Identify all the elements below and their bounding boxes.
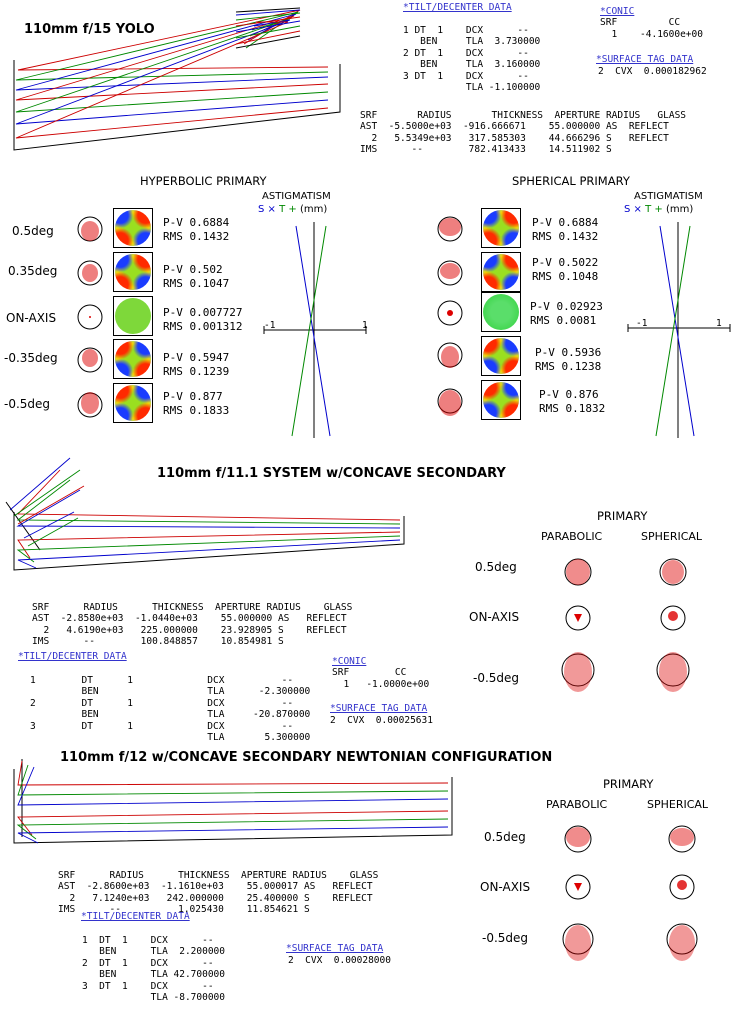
concave-conic-data: SRF CC 1 -1.0000e+00	[332, 667, 430, 690]
yolo-tilt-header[interactable]: *TILT/DECENTER DATA	[403, 2, 512, 13]
concave-field-label: ON-AXIS	[469, 610, 520, 624]
newtonian-field-label: 0.5deg	[484, 830, 526, 844]
newtonian-raytrace-diagram	[13, 759, 453, 844]
sph-wavefront-map	[481, 208, 521, 248]
yolo-title: 110mm f/15 YOLO	[24, 22, 155, 37]
yolo-surface-table: SRF RADIUS THICKNESS APERTURE RADIUS GLA…	[360, 109, 687, 156]
concave-field-label: 0.5deg	[475, 560, 517, 574]
hyp-astig-title: ASTIGMATISM	[262, 191, 331, 202]
hyp-field-label: 0.5deg	[12, 224, 54, 238]
concave-conic-header[interactable]: *CONIC	[332, 656, 367, 667]
hyp-wavefront-map	[113, 383, 153, 423]
concave-raytrace-diagram	[5, 457, 405, 571]
hyp-astig-legend: S × T + (mm)	[258, 204, 328, 215]
newtonian-parabolic-label: PARABOLIC	[546, 798, 608, 811]
sph-wavefront-map	[481, 252, 521, 292]
sph-astigmatism-plot	[627, 222, 731, 438]
concave-primary-label: PRIMARY	[597, 509, 648, 523]
hyp-wavefront-map	[113, 252, 153, 292]
sph-astig-title: ASTIGMATISM	[634, 191, 703, 202]
concave-spherical-label: SPHERICAL	[641, 530, 703, 543]
hyp-wavefront-map	[113, 296, 153, 336]
concave-spot-diagrams	[561, 558, 690, 692]
sph-astig-legend: S × T + (mm)	[624, 204, 694, 215]
sph-wavefront-map	[481, 336, 521, 376]
newtonian-field-label: -0.5deg	[482, 931, 529, 945]
yolo-conic-header[interactable]: *CONIC	[600, 6, 635, 17]
newtonian-spot-diagrams	[562, 825, 698, 961]
hyp-astigmatism-plot	[263, 222, 367, 438]
concave-secondary-title: 110mm f/11.1 SYSTEM w/CONCAVE SECONDARY	[157, 466, 506, 481]
hyp-wavefront-map	[113, 339, 153, 379]
yolo-tag-header[interactable]: *SURFACE TAG DATA	[596, 54, 694, 65]
hyp-field-label: -0.5deg	[4, 397, 51, 411]
sph-axis-min: -1	[636, 318, 648, 329]
hyp-spot-diagrams	[77, 216, 103, 418]
hyp-axis-min: -1	[264, 320, 276, 331]
newtonian-surface-table: SRF RADIUS THICKNESS APERTURE RADIUS GLA…	[58, 869, 379, 916]
newtonian-tag-header[interactable]: *SURFACE TAG DATA	[286, 943, 384, 954]
hyperbolic-title: HYPERBOLIC PRIMARY	[140, 174, 267, 188]
concave-tag-data: 2 CVX 0.00025631	[330, 715, 433, 726]
newtonian-primary-label: PRIMARY	[603, 777, 654, 791]
newtonian-tilt-header[interactable]: *TILT/DECENTER DATA	[81, 911, 190, 922]
yolo-raytrace-diagram	[13, 7, 341, 151]
sph-spot-diagrams	[437, 216, 463, 416]
hyp-axis-max: 1	[362, 320, 368, 331]
hyp-field-label: -0.35deg	[4, 351, 58, 365]
hyp-field-label: 0.35deg	[8, 264, 58, 278]
newtonian-tag-data: 2 CVX 0.00028000	[288, 955, 391, 966]
sph-wavefront-map	[481, 380, 521, 420]
newtonian-spherical-label: SPHERICAL	[647, 798, 709, 811]
hyp-field-label: ON-AXIS	[6, 311, 57, 325]
newtonian-title: 110mm f/12 w/CONCAVE SECONDARY NEWTONIAN…	[60, 750, 553, 765]
yolo-conic-data: SRF CC 1 -4.1600e+00	[600, 17, 703, 40]
sph-wavefront-map	[481, 292, 521, 332]
yolo-tag-data: 2 CVX 0.000182962	[598, 66, 707, 77]
concave-field-label: -0.5deg	[473, 671, 520, 685]
newtonian-field-label: ON-AXIS	[480, 880, 531, 894]
sph-axis-max: 1	[716, 318, 722, 329]
concave-tag-header[interactable]: *SURFACE TAG DATA	[330, 703, 428, 714]
concave-surface-table: SRF RADIUS THICKNESS APERTURE RADIUS GLA…	[32, 601, 353, 648]
hyp-wavefront-map	[113, 208, 153, 248]
concave-tilt-header[interactable]: *TILT/DECENTER DATA	[18, 651, 127, 662]
concave-parabolic-label: PARABOLIC	[541, 530, 603, 543]
spherical-title: SPHERICAL PRIMARY	[512, 174, 630, 188]
